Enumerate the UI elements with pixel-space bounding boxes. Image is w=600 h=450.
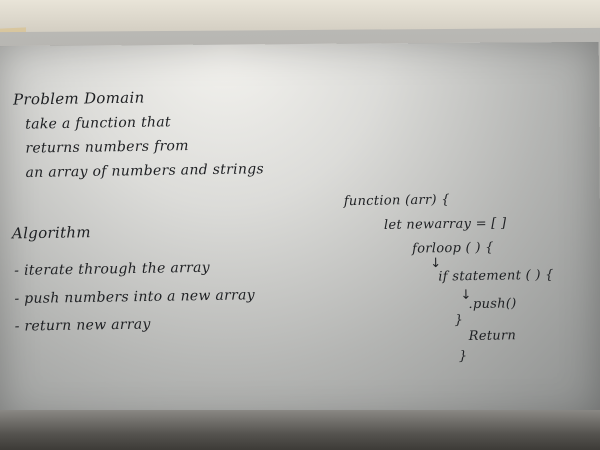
algorithm-heading: Algorithm (11, 223, 91, 243)
problem-line: returns numbers from (25, 138, 189, 157)
code-line-return: Return (468, 328, 517, 345)
code-line-let: let newarray = [ ] (383, 216, 507, 233)
code-line-push: .push() (468, 296, 517, 313)
marker-tray (0, 410, 600, 450)
code-line-close-if: } (454, 312, 464, 328)
whiteboard-surface: Problem Domain take a function that retu… (0, 41, 600, 425)
problem-line: an array of numbers and strings (25, 161, 265, 181)
algorithm-step: - return new array (14, 316, 151, 335)
algorithm-step: - iterate through the array (14, 259, 211, 279)
algorithm-step: - push numbers into a new array (14, 287, 256, 308)
code-line-close-function: } (458, 348, 468, 364)
code-line-forloop: forloop ( ) { (411, 240, 494, 257)
down-arrow-icon: ↓ (430, 256, 442, 272)
problem-line: take a function that (25, 114, 172, 133)
problem-domain-heading: Problem Domain (12, 88, 145, 109)
code-line-function: function (arr) { (343, 192, 450, 210)
code-line-if: if statement ( ) { (438, 267, 554, 285)
whiteboard-frame: Problem Domain take a function that retu… (0, 27, 600, 443)
